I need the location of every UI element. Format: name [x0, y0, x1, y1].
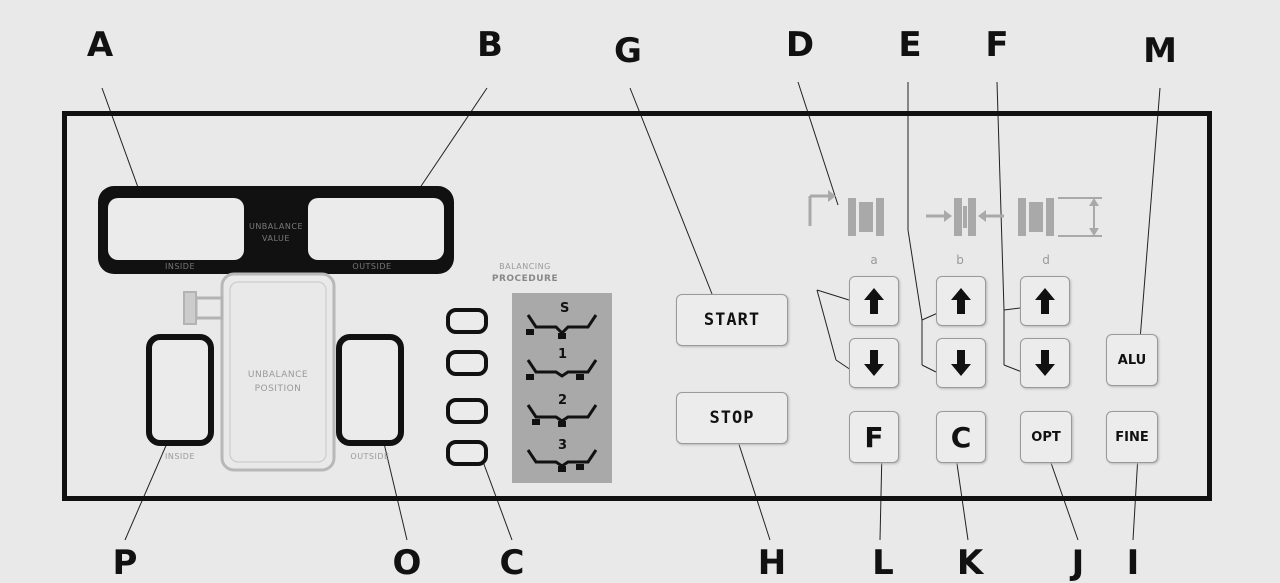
program-3-label: 3 — [558, 438, 568, 453]
wheel-profile-s-icon — [526, 314, 598, 339]
unbalance-position-label-2: POSITION — [254, 384, 302, 394]
dimension-pictograms — [808, 190, 1102, 237]
distance-up-button[interactable] — [849, 276, 899, 326]
diameter-down-button[interactable] — [1020, 338, 1070, 388]
c-button[interactable]: C — [936, 411, 986, 463]
leader-f-up — [1003, 307, 1021, 311]
callout-k: K — [956, 543, 984, 583]
start-button[interactable]: START — [676, 294, 788, 346]
f-button[interactable]: F — [849, 411, 899, 463]
callout-g: G — [614, 31, 642, 71]
inside-label: INSIDE — [165, 262, 195, 271]
procedure-led-2 — [446, 398, 488, 424]
arrow-down-icon — [864, 350, 884, 376]
dimension-a-label: a — [870, 253, 878, 267]
inside-position-label: INSIDE — [165, 452, 195, 461]
leader-d-vert — [797, 81, 839, 206]
arrow-up-icon — [1035, 288, 1055, 314]
width-down-button[interactable] — [936, 338, 986, 388]
procedure-title-2: PROCEDURE — [491, 274, 559, 284]
callout-f: F — [985, 25, 1009, 65]
leader-h — [734, 431, 771, 541]
leader-d-up — [816, 289, 850, 301]
callout-a: A — [86, 25, 114, 65]
leader-e-path — [907, 229, 923, 321]
outside-position-indicator — [336, 334, 404, 446]
inside-position-indicator — [146, 334, 214, 446]
outside-position-label: OUTSIDE — [350, 452, 390, 461]
unbalance-display: UNBALANCE VALUE INSIDE OUTSIDE — [98, 186, 454, 274]
callout-h: H — [757, 543, 787, 583]
unbalance-value-label-1: UNBALANCE — [248, 222, 304, 231]
leader-f-vert — [996, 81, 1005, 311]
leader-f-down — [1003, 364, 1023, 373]
leader-d-down — [835, 359, 852, 371]
callout-c: C — [499, 543, 525, 583]
arrow-up-icon — [951, 288, 971, 314]
unbalance-position-graphic — [183, 272, 336, 472]
procedure-led-s — [446, 308, 488, 334]
callout-o: O — [392, 543, 422, 583]
dimension-b-label: b — [956, 253, 964, 267]
procedure-led-1 — [446, 350, 488, 376]
dimension-d-label: d — [1042, 253, 1050, 267]
callout-i: I — [1126, 543, 1140, 583]
callout-e: E — [898, 25, 922, 65]
unbalance-value-label-2: VALUE — [262, 234, 290, 243]
opt-button[interactable]: OPT — [1020, 411, 1072, 463]
inside-value-window — [108, 198, 244, 260]
unbalance-position-label-1: UNBALANCE — [247, 370, 309, 380]
callout-d: D — [785, 25, 815, 65]
leader-e-down — [921, 364, 937, 373]
outside-label: OUTSIDE — [352, 262, 392, 271]
leader-m — [1139, 87, 1161, 341]
procedure-led-3 — [446, 440, 488, 466]
distance-down-button[interactable] — [849, 338, 899, 388]
program-2-label: 2 — [558, 393, 568, 408]
callout-p: P — [112, 543, 138, 583]
alu-button[interactable]: ALU — [1106, 334, 1158, 386]
leader-k — [954, 449, 969, 541]
wheel-profile-1-icon — [526, 359, 598, 380]
callout-j: J — [1071, 543, 1085, 583]
program-s-label: S — [560, 301, 570, 316]
diameter-up-button[interactable] — [1020, 276, 1070, 326]
wheel-profile-2-icon — [526, 404, 598, 427]
program-1-label: 1 — [558, 347, 568, 362]
fine-button[interactable]: FINE — [1106, 411, 1158, 463]
stop-button[interactable]: STOP — [676, 392, 788, 444]
callout-l: L — [872, 543, 894, 583]
leader-l — [879, 449, 883, 541]
callout-m: M — [1143, 31, 1177, 71]
arrow-up-icon — [864, 288, 884, 314]
leader-g — [629, 87, 715, 300]
control-panel — [62, 111, 1212, 501]
procedure-title-1: BALANCING — [499, 262, 551, 271]
leader-d-join — [816, 289, 837, 361]
arrow-down-icon — [1035, 350, 1055, 376]
callout-b: B — [477, 25, 503, 65]
procedure-panel: S 1 2 3 — [512, 293, 612, 483]
wheel-profile-3-icon — [526, 449, 598, 472]
outside-value-window — [308, 198, 444, 260]
arrow-down-icon — [951, 350, 971, 376]
width-up-button[interactable] — [936, 276, 986, 326]
